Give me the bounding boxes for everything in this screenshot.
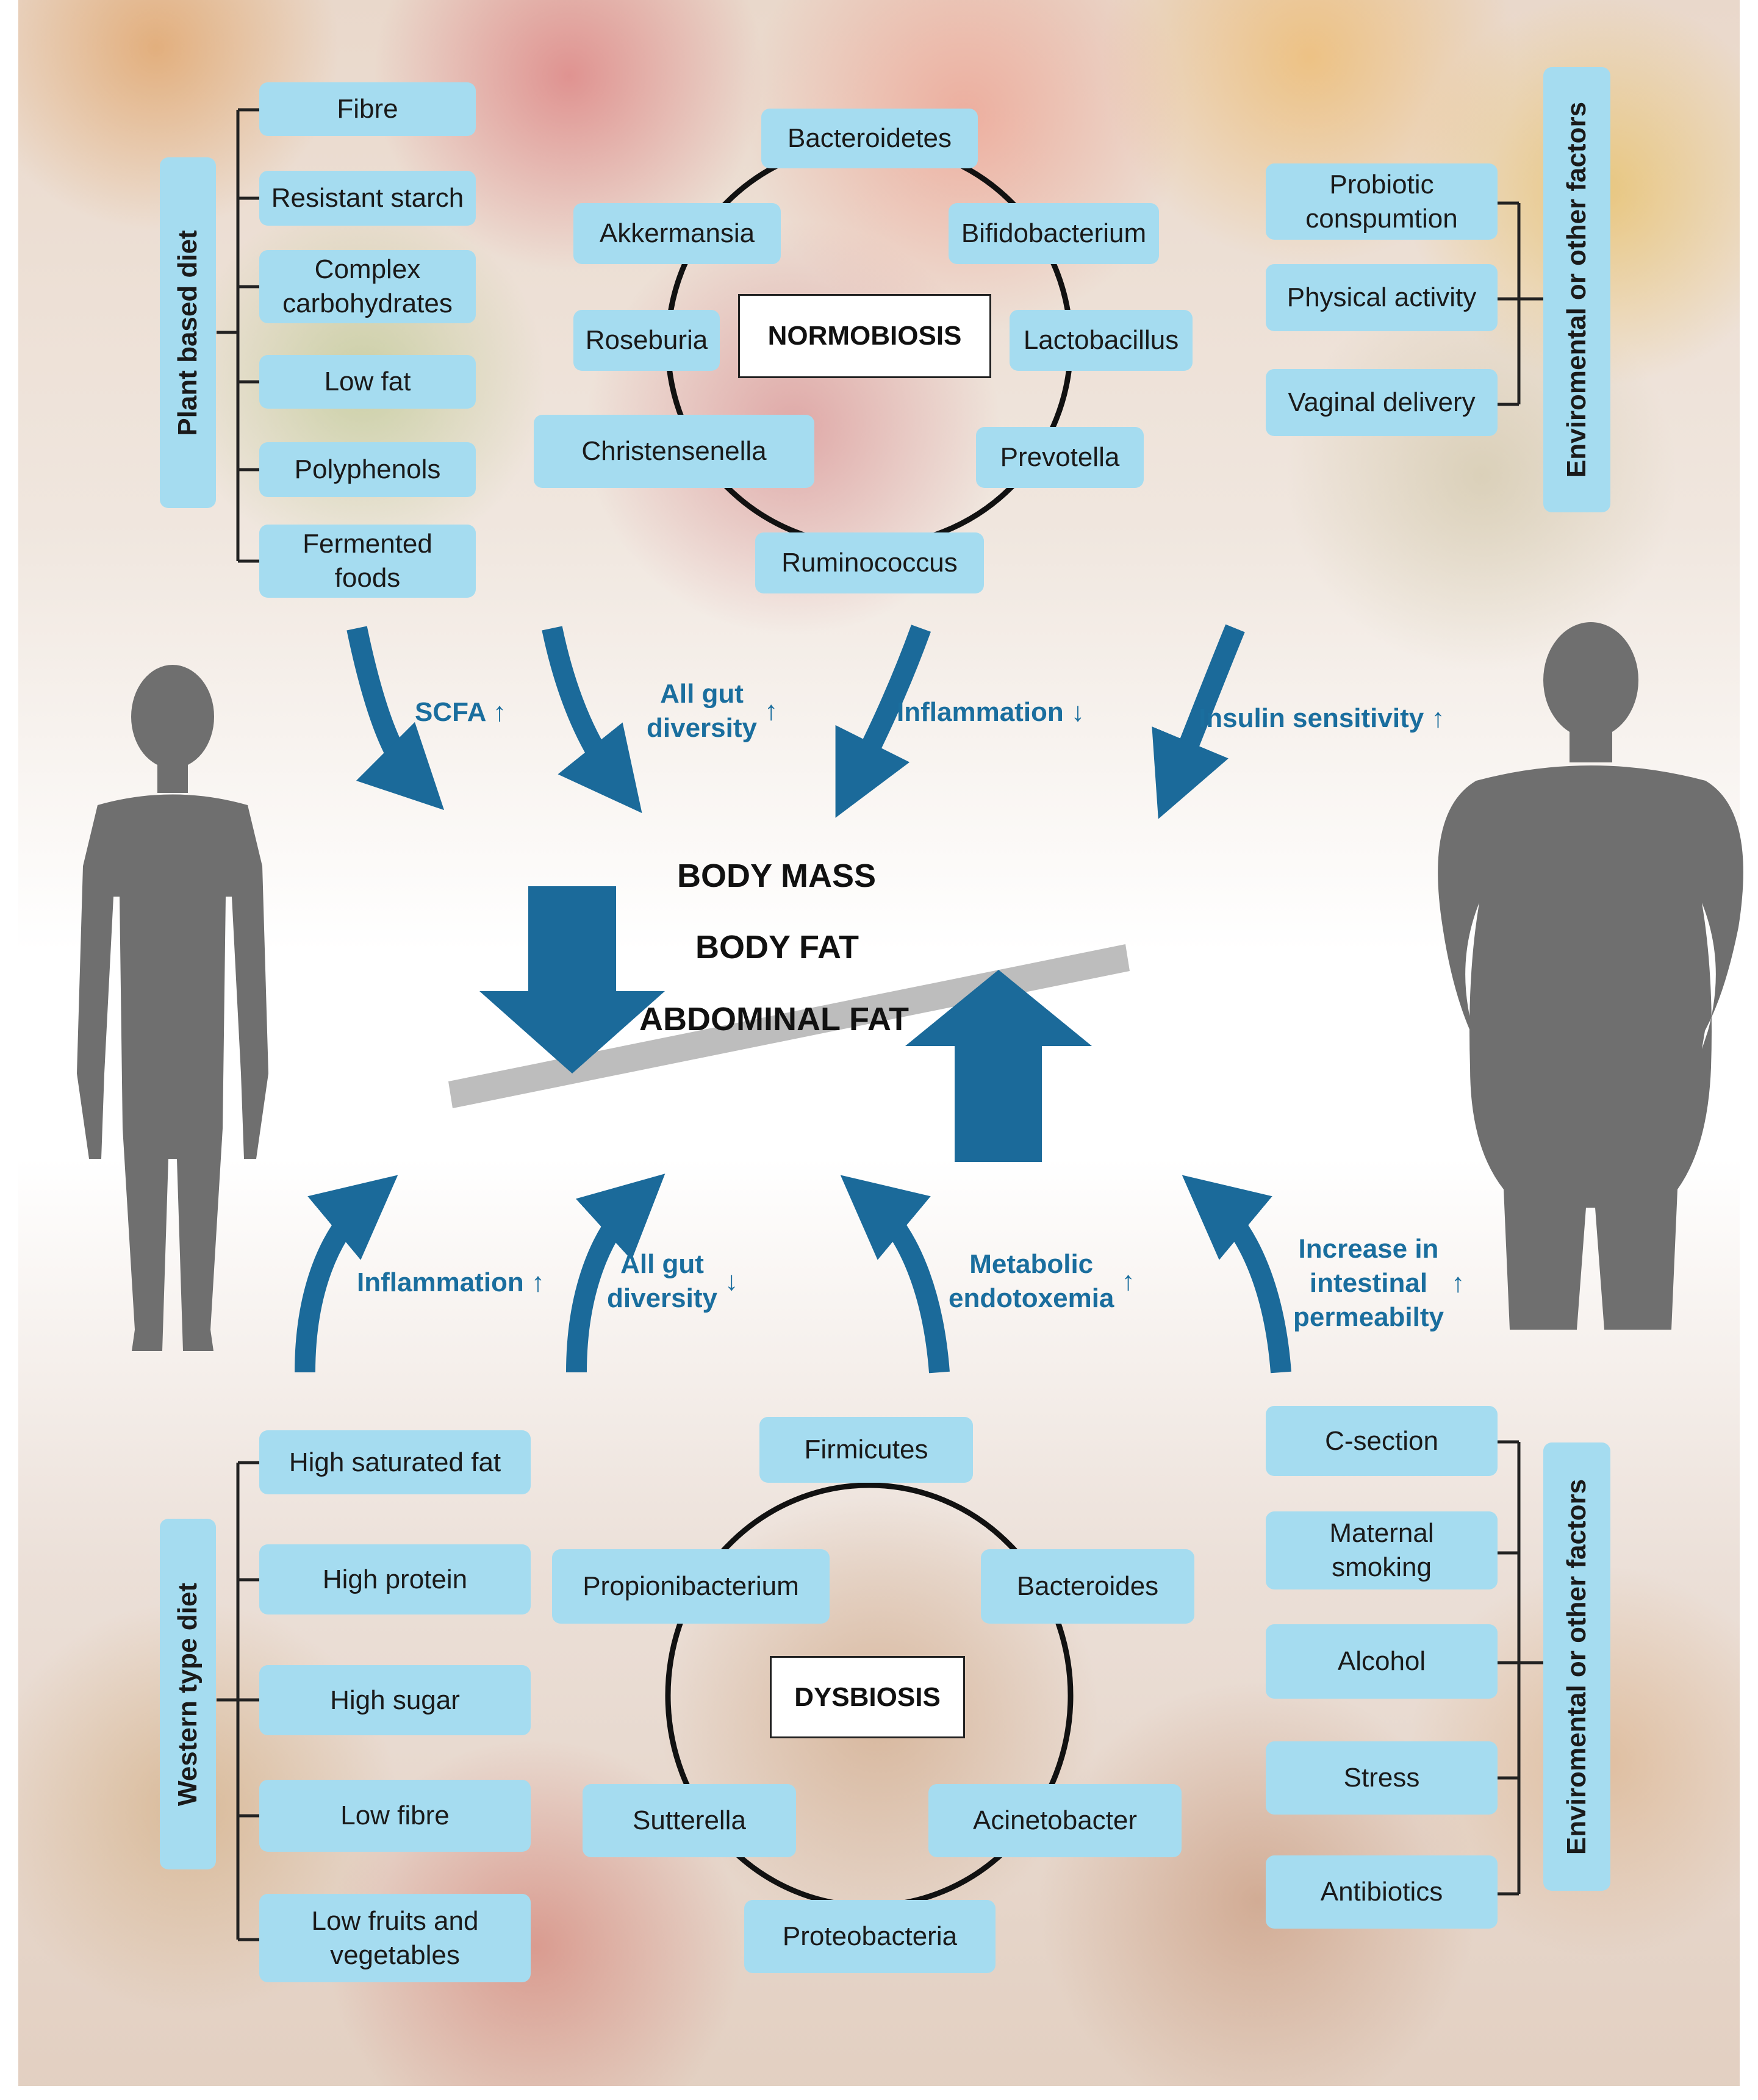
effect-inflammation-bottom-label: Inflammation: [357, 1267, 524, 1297]
bacteria-bifidobacterium: Bifidobacterium: [949, 203, 1159, 264]
effect-inflammation-top-label: Inflammation: [897, 697, 1064, 727]
plant-diet-item-polyphenols: Polyphenols: [259, 442, 476, 497]
plant-diet-item-complex-carbohydrates: Complex carbohydrates: [259, 250, 476, 323]
big-up-arrow: [905, 970, 1092, 1162]
center-body-mass: BODY MASS: [677, 858, 877, 894]
dysbiosis-label: DYSBIOSIS: [770, 1656, 965, 1738]
plant-diet-item-fermented-foods: Fermented foods: [259, 525, 476, 598]
down-arrow-icon: ↓: [725, 1266, 739, 1296]
normobiosis-label: NORMOBIOSIS: [738, 294, 991, 378]
plant-diet-item-low-fat: Low fat: [259, 355, 476, 409]
env-top-title-box: Enviromental or other factors: [1543, 67, 1610, 512]
env-top-item-vaginal-delivery: Vaginal delivery: [1266, 369, 1498, 436]
effect-scfa: SCFA ↑: [415, 695, 506, 729]
gut-diversity-bottom-arrow: [566, 1174, 666, 1373]
effect-insulin-sensitivity-label: Insulin sensitivity: [1199, 703, 1424, 733]
lean-human-silhouette: [77, 665, 268, 1351]
env-bottom-item-stress: Stress: [1266, 1741, 1498, 1815]
plant-diet-item-fibre: Fibre: [259, 82, 476, 136]
bacteria-proteobacteria: Proteobacteria: [744, 1900, 996, 1973]
plant-diet-item-resistant-starch: Resistant starch: [259, 171, 476, 226]
effect-gut-diversity-bottom: All gut diversity ↓: [607, 1247, 738, 1316]
obese-human-silhouette: [1438, 622, 1743, 1330]
bacteria-christensenella: Christensenella: [534, 415, 814, 488]
gut-diversity-top-arrow: [542, 626, 642, 814]
env-bottom-item-alcohol: Alcohol: [1266, 1624, 1498, 1699]
inflammation-bottom-arrow: [295, 1175, 398, 1373]
effect-inflammation-bottom: Inflammation ↑: [357, 1266, 545, 1300]
western-diet-item-low-fibre: Low fibre: [259, 1780, 531, 1852]
env-top-item-physical-activity: Physical activity: [1266, 264, 1498, 331]
effect-scfa-label: SCFA: [415, 697, 486, 727]
env-bottom-item-c-section: C-section: [1266, 1406, 1498, 1476]
down-arrow-icon: ↓: [1071, 697, 1085, 727]
env-bottom-bracket: [1498, 1440, 1543, 1896]
plant-diet-bracket: [217, 108, 259, 563]
up-arrow-icon: ↑: [492, 697, 506, 727]
bacteria-lactobacillus: Lactobacillus: [1010, 310, 1193, 371]
inflammation-top-arrow: [835, 625, 931, 818]
env-top-item-probiotic: Probiotic conspumtion: [1266, 163, 1498, 240]
endotoxemia-arrow: [840, 1175, 950, 1374]
bacteria-bacteroides: Bacteroides: [981, 1549, 1194, 1624]
effect-intestinal-permeability-label: Increase in intestinal permeabilty: [1293, 1234, 1444, 1332]
western-diet-item-sugar: High sugar: [259, 1665, 531, 1735]
effect-metabolic-endotoxemia-label: Metabolic endotoxemia: [949, 1249, 1114, 1313]
center-body-fat: BODY FAT: [695, 929, 859, 966]
effect-gut-diversity-top: All gut diversity ↑: [647, 677, 778, 745]
env-bottom-title: Enviromental or other factors: [1562, 1478, 1591, 1855]
effect-insulin-sensitivity: Insulin sensitivity ↑: [1199, 701, 1444, 736]
permeability-arrow: [1182, 1175, 1291, 1374]
effect-intestinal-permeability: Increase in intestinal permeabilty ↑: [1293, 1232, 1465, 1335]
env-bottom-item-maternal-smoking: Maternal smoking: [1266, 1511, 1498, 1589]
env-top-bracket: [1498, 201, 1543, 406]
plant-diet-title: Plant based diet: [173, 229, 203, 436]
top-effect-arrows: [346, 624, 1245, 819]
insulin-arrow: [1152, 624, 1245, 819]
effect-metabolic-endotoxemia: Metabolic endotoxemia ↑: [949, 1247, 1135, 1316]
effect-inflammation-top: Inflammation ↓: [897, 695, 1085, 729]
bacteria-ruminococcus: Ruminococcus: [755, 532, 984, 593]
seesaw-bar: [448, 944, 1130, 1108]
bacteria-akkermansia: Akkermansia: [573, 203, 781, 264]
plant-diet-title-box: Plant based diet: [160, 157, 216, 508]
western-diet-title-box: Western type diet: [160, 1519, 216, 1869]
bacteria-bacteroidetes: Bacteroidetes: [761, 109, 978, 168]
effect-gut-diversity-bottom-label: All gut diversity: [607, 1249, 717, 1313]
up-arrow-icon: ↑: [764, 696, 778, 726]
center-abdominal-fat: ABDOMINAL FAT: [639, 1001, 909, 1037]
western-diet-bracket: [217, 1461, 259, 1941]
big-down-arrow: [479, 886, 665, 1073]
env-bottom-title-box: Enviromental or other factors: [1543, 1442, 1610, 1891]
bacteria-prevotella: Prevotella: [976, 427, 1144, 488]
up-arrow-icon: ↑: [1431, 703, 1445, 733]
western-diet-item-saturated-fat: High saturated fat: [259, 1430, 531, 1494]
bacteria-acinetobacter: Acinetobacter: [928, 1784, 1182, 1857]
up-arrow-icon: ↑: [531, 1267, 545, 1297]
env-bottom-item-antibiotics: Antibiotics: [1266, 1855, 1498, 1929]
up-arrow-icon: ↑: [1451, 1268, 1465, 1298]
bacteria-sutterella: Sutterella: [583, 1784, 796, 1857]
scfa-arrow: [346, 626, 445, 811]
env-top-title: Enviromental or other factors: [1562, 101, 1591, 478]
bottom-effect-arrows: [295, 1174, 1291, 1374]
bacteria-propionibacterium: Propionibacterium: [552, 1549, 830, 1624]
western-diet-title: Western type diet: [173, 1582, 203, 1806]
up-arrow-icon: ↑: [1121, 1266, 1135, 1296]
bacteria-roseburia: Roseburia: [573, 310, 720, 371]
effect-gut-diversity-top-label: All gut diversity: [647, 679, 757, 743]
bacteria-firmicutes: Firmicutes: [759, 1417, 973, 1483]
western-diet-item-protein: High protein: [259, 1544, 531, 1614]
western-diet-item-low-fruits-vegetables: Low fruits and vegetables: [259, 1894, 531, 1982]
